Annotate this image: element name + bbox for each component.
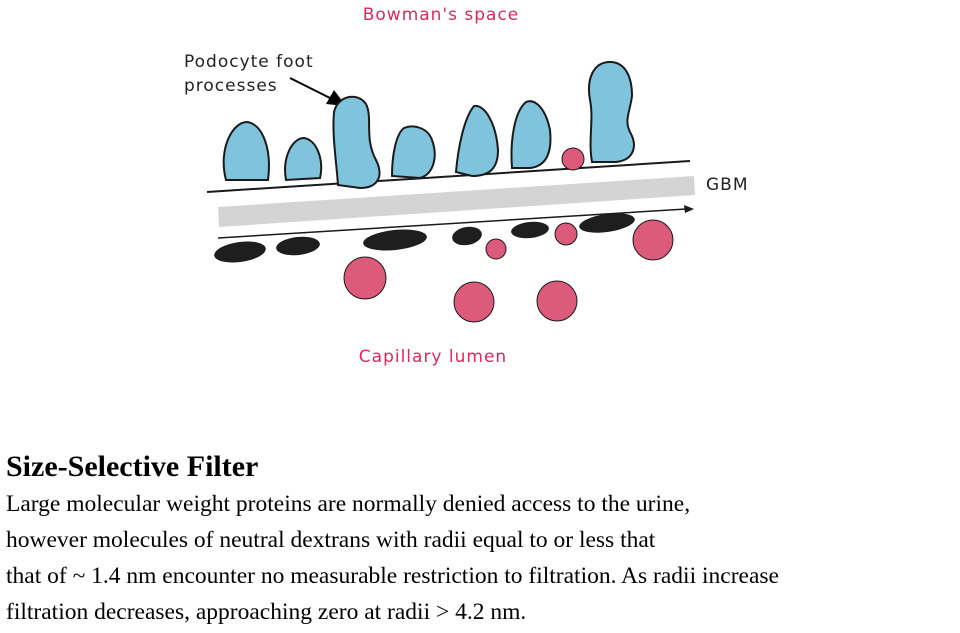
endothelial-segment <box>579 213 635 233</box>
endothelial-segment <box>276 236 320 256</box>
gbm-upper-line <box>206 160 691 193</box>
podocyte-foot-process <box>222 120 270 181</box>
endothelial-segment <box>214 241 266 263</box>
podocyte-foot-process <box>332 95 381 190</box>
body-line-2: however molecules of neutral dextrans wi… <box>6 527 656 553</box>
podocyte-foot-process <box>588 60 635 163</box>
endothelial-segment <box>511 221 549 239</box>
glomerular-filter-diagram: Bowman's space Podocyte foot processes G… <box>184 5 749 367</box>
body-line-4: filtration decreases, approaching zero a… <box>6 599 527 625</box>
protein-molecule <box>453 281 495 323</box>
endothelial-cells <box>214 213 635 263</box>
protein-molecule <box>561 147 585 171</box>
protein-molecule <box>632 219 674 261</box>
endothelial-segment <box>452 226 482 246</box>
capillary-proteins <box>343 219 674 323</box>
pointer-arrow <box>289 77 346 106</box>
gbm-label: GBM <box>706 175 749 195</box>
podocyte-foot-processes <box>222 60 635 190</box>
text-block: Size-Selective Filter Large molecular we… <box>6 448 960 630</box>
protein-molecule <box>343 256 387 300</box>
podocyte-foot-process <box>510 100 552 169</box>
capillary-lumen-label: Capillary lumen <box>359 347 507 367</box>
podocyte-foot-process <box>454 104 500 178</box>
protein-molecule <box>485 238 507 260</box>
endothelial-segment <box>363 229 427 251</box>
slide-title: Size-Selective Filter <box>6 450 259 483</box>
body-line-3: that of ~ 1.4 nm encounter no measurable… <box>6 563 779 589</box>
podocyte-label-line1: Podocyte foot <box>184 52 314 72</box>
body-line-1: Large molecular weight proteins are norm… <box>6 491 691 517</box>
podocyte-foot-process <box>284 136 323 182</box>
bowmans-space-label: Bowman's space <box>363 5 520 25</box>
protein-molecule <box>536 280 578 322</box>
gbm-band <box>218 176 695 227</box>
podocyte-foot-process <box>390 125 436 180</box>
podocyte-label-line2: processes <box>184 76 278 96</box>
protein-molecule <box>554 222 578 246</box>
